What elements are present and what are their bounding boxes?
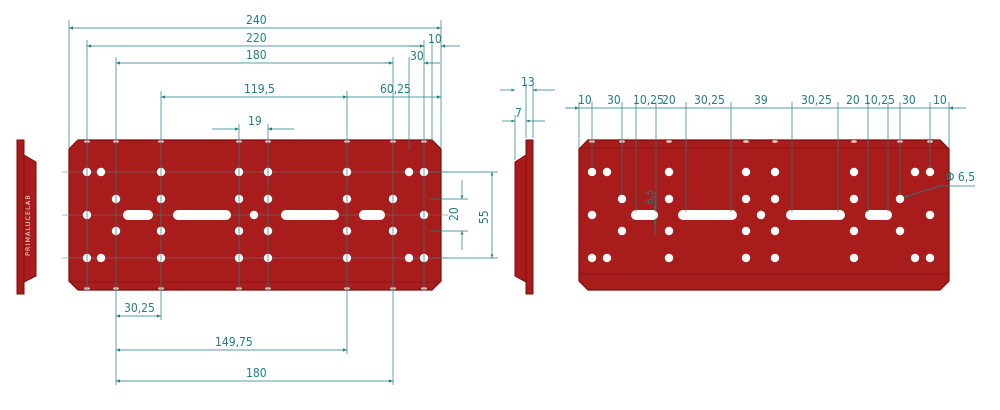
back-slot [865,210,892,220]
back-hole-diameter: Φ 6,5 [946,170,975,184]
back-dim-30-b: 30 [902,93,916,107]
back-hole [849,226,859,236]
dim-180-top: 180 [246,48,267,62]
back-dim-10-b: 10 [933,93,947,107]
front-slot [281,210,339,220]
back-hole [664,253,674,263]
front-hole [96,167,106,177]
dim-13: 13 [521,75,535,89]
front-bottom-dim-lines [116,314,393,383]
dim-10: 10 [428,32,442,46]
back-dim-20-b: 20 [846,93,860,107]
dim-180-bottom: 180 [246,366,267,380]
back-hole [770,167,780,177]
back-hole [770,226,780,236]
dim-7: 7 [515,106,522,120]
back-hole [895,226,905,236]
dim-149-75: 149,75 [215,335,253,349]
dim-20: 20 [447,207,461,221]
back-hole [664,194,674,204]
back-hole [925,253,935,263]
side-dim-lines [500,84,555,160]
back-hole [602,167,612,177]
left-edge-plate [16,139,37,295]
side-plate [514,139,534,295]
back-hole [587,167,597,177]
front-side-dim-lines [430,171,498,259]
dim-19: 19 [248,114,262,128]
dim-60-25: 60,25 [380,82,411,96]
back-hole [741,194,751,204]
back-view: 10 30 10,25 20 30,25 39 30,25 20 10,25 3… [565,93,975,291]
back-hole [741,226,751,236]
left-edge-view: PRIMALUCELAB [16,139,37,295]
back-hole [756,210,766,220]
dim-30: 30 [410,49,424,63]
back-dim-10-25-a: 10,25 [633,93,664,107]
dim-30-25-bottom: 30,25 [124,301,155,315]
back-hole [925,210,935,220]
back-hole [910,253,920,263]
back-slot [786,210,845,220]
back-hole [925,167,935,177]
back-dim-30-25-a: 30,25 [694,93,725,107]
back-dim-30-25-b: 30,25 [801,93,832,107]
back-hole [895,194,905,204]
back-hole [741,167,751,177]
back-holes [587,167,935,263]
back-extension-lines [578,102,950,212]
back-hole [849,167,859,177]
back-dim-20-a: 20 [662,93,676,107]
back-hole [664,167,674,177]
back-slots [631,210,892,220]
back-hole [617,226,627,236]
back-slot [631,210,658,220]
brand-label: PRIMALUCELAB [24,194,32,256]
front-hole [404,167,414,177]
back-slot-width: 6,5 [645,190,656,204]
front-hole [404,253,414,263]
front-slots [123,210,385,220]
front-extension-lines [68,20,442,385]
back-dim-39: 39 [754,93,768,107]
front-slot [359,210,385,220]
back-hole [770,194,780,204]
front-hole [96,253,106,263]
back-dim-10-25-b: 10,25 [864,93,895,107]
back-hole [741,253,751,263]
dim-240: 240 [246,13,267,27]
front-slot [173,210,231,220]
dim-220: 220 [246,31,267,45]
back-hole [617,194,627,204]
back-hole [587,253,597,263]
back-hole [910,167,920,177]
front-view: 240 220 180 119,5 19 10 30 60,25 20 55 3… [62,13,498,385]
dim-55: 55 [477,210,491,224]
front-hole [249,210,259,220]
back-hole [770,253,780,263]
back-slot [678,210,737,220]
front-top-dim-lines [69,26,460,131]
front-slot [123,210,153,220]
back-dim-30-a: 30 [607,93,621,107]
back-dim-10-a: 10 [578,93,592,107]
back-hole [602,253,612,263]
back-hole [849,194,859,204]
front-edge-dimples [84,140,427,290]
back-hole [849,253,859,263]
dim-119-5: 119,5 [244,82,275,96]
back-callouts [653,185,975,236]
back-hole [587,210,597,220]
back-hole [664,226,674,236]
side-view: 13 7 [500,75,555,295]
